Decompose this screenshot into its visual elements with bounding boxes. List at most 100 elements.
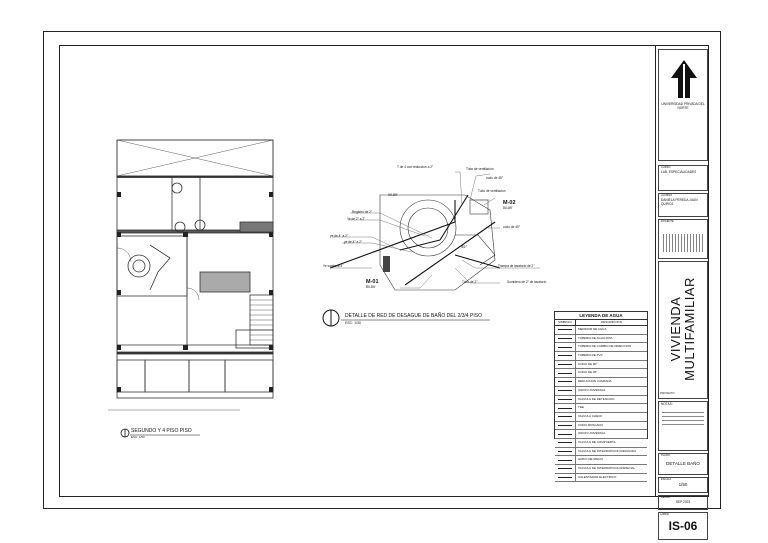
legend-symbol-icon — [555, 352, 576, 360]
legend-col-desc: DESCRIPCION — [601, 320, 622, 324]
legend-description: UNION UNIVERSAL — [578, 387, 606, 392]
plan-scale: ESC: 1/50 — [131, 435, 145, 439]
detail-label-9: Ye sanitaria 4" — [323, 264, 344, 268]
legend-row: TUBERIA DE PVC — [555, 352, 647, 361]
date-label: FECHA — [661, 496, 670, 499]
plan-text: DETALLE BAÑO — [666, 461, 700, 466]
student-text: DANIELA PEREDA JUAN QUIROZ — [661, 198, 698, 206]
project-title-line2: MULTIFAMILIAR — [682, 277, 697, 381]
legend-row: MEDIDOR DE AGUA — [555, 326, 647, 335]
project-title-line1: VIVIENDA — [668, 296, 683, 362]
legend-title: LEYENDA DE AGUA — [555, 312, 647, 320]
scale-label: ESCALA — [661, 478, 672, 481]
legend-row: VALVULA DE INTERRUPCION ESPECIAL — [555, 465, 647, 474]
legend-row: VALVULA CHECK — [555, 412, 647, 422]
detail-label-4: Tubo de ventilacion — [478, 189, 506, 193]
notes-box: NOTAS: — [658, 401, 708, 451]
detail-label-10: Trampa de lavatorio de 2" — [498, 264, 535, 268]
legend-row: GRIFO DE RIEGO — [555, 456, 647, 465]
legend-symbol-icon — [555, 386, 576, 395]
north-caption: UNIVERSIDAD PRIVADA DEL NORTE — [661, 102, 705, 110]
detail-label-8: ye de 4" a 2" — [344, 240, 363, 244]
legend-symbol-icon — [555, 343, 576, 352]
scale-box: ESCALA 1/50 — [658, 477, 708, 493]
detail-label-12: Tubo de 2" — [462, 280, 478, 284]
legend-description: VALVULA DE COMPUERTA — [578, 439, 616, 444]
legend-symbol-icon — [555, 360, 576, 369]
legend-symbol-icon — [555, 334, 576, 343]
date-text: SEP 2023 — [675, 500, 691, 504]
project-title-box: PROYECTO — [658, 261, 708, 399]
manhole-value-2: 80-89' — [366, 285, 376, 289]
plan-caption: SEGUNDO Y 4 PISO PISO — [131, 428, 192, 434]
teacher-box: DOCENTE — [658, 219, 708, 259]
legend-description: VALVULA DE RETENCION — [578, 396, 615, 401]
legend-symbol-icon — [555, 473, 576, 482]
legend-description: TUBERIA DE AGUA FRIA — [578, 335, 613, 340]
legend-description: GRIFO DE RIEGO — [578, 457, 604, 462]
course-text: LAB. ESPECIALIDADES — [661, 170, 697, 174]
plan-label: PLANO — [661, 454, 670, 457]
student-box: ALUMNO DANIELA PEREDA JUAN QUIROZ — [658, 193, 708, 217]
legend-description: UNION UNIVERSAL — [578, 431, 606, 436]
legend-row: CODO ROSCADO — [555, 421, 647, 431]
detail-label-13: codo de 45° — [503, 225, 521, 229]
legend-row: CODO DE 90° — [555, 360, 647, 370]
legend-row: VALVULA DE INTERRUPCION REDUCIDA — [555, 447, 647, 457]
legend-description: VALVULA DE INTERRUPCION REDUCIDA — [578, 448, 637, 453]
legend-description: CODO DE 90° — [578, 361, 598, 366]
water-legend-table: LEYENDA DE AGUA SIMBOLO DESCRIPCION MEDI… — [554, 311, 648, 483]
detail-label-5: Registro de 2" — [352, 210, 373, 214]
detail-caption: DETALLE DE RED DE DESAGUE DE BAÑO DEL 2/… — [345, 313, 482, 319]
detail-label-11: Sumidero de 2" de lavatorio — [507, 280, 547, 284]
drawing-frame — [59, 45, 709, 497]
legend-symbol-icon — [555, 412, 576, 421]
legend-row: TUBERIA DE CAMBIO DE DIRECCION — [555, 343, 647, 353]
signature-image — [663, 234, 703, 252]
legend-description: TUBERIA DE CAMBIO DE DIRECCION — [578, 344, 632, 349]
manhole-value-1: 80-89' — [503, 206, 513, 210]
legend-symbol-icon — [555, 378, 576, 386]
plan-box: PLANO DETALLE BAÑO — [658, 453, 708, 475]
legend-row: UNION UNIVERSAL — [555, 386, 647, 396]
legend-symbol-icon — [555, 326, 576, 334]
legend-symbol-icon — [555, 465, 576, 473]
legend-description: MEDIDOR DE AGUA — [578, 327, 607, 331]
legend-symbol-icon — [555, 438, 576, 447]
dimension-label: 90-89' — [388, 193, 398, 197]
notes-label: NOTAS: — [661, 402, 673, 406]
sheet-outer-border — [43, 31, 721, 509]
detail-label-3: codo de 45° — [486, 176, 504, 180]
title-block: UNIVERSIDAD PRIVADA DEL NORTE CURSO LAB.… — [655, 45, 709, 540]
project-label: PROYECTO — [660, 392, 675, 395]
legend-symbol-icon — [555, 456, 576, 464]
course-box: CURSO LAB. ESPECIALIDADES — [658, 165, 708, 191]
legend-description: CODO ROSCADO — [578, 422, 604, 427]
teacher-label: DOCENTE — [661, 220, 674, 223]
sheet-label: LÁMINA — [660, 513, 669, 516]
north-arrow-icon — [671, 60, 697, 98]
angle-label: 45° — [461, 244, 468, 249]
legend-row: UNION UNIVERSAL — [555, 430, 647, 439]
legend-description: REDUCCION CAMPANA — [578, 379, 612, 384]
legend-description: VALVULA CHECK — [578, 413, 603, 418]
legend-row: VALVULA DE RETENCION — [555, 395, 647, 405]
sheet-number: IS-06 — [668, 519, 698, 533]
legend-symbol-icon — [555, 421, 576, 430]
detail-label-6: Ye de 2" a 2" — [347, 217, 366, 221]
north-logo-box: UNIVERSIDAD PRIVADA DEL NORTE — [658, 49, 708, 161]
legend-symbol-icon — [555, 404, 576, 412]
detail-scale: ESC: 1/30 — [345, 321, 361, 325]
manhole-tag-1: M-02 — [503, 200, 516, 206]
course-label: CURSO — [661, 166, 671, 169]
scale-text: 1/50 — [678, 482, 688, 487]
detail-label-7: ye de 4" a 2" — [330, 234, 349, 238]
legend-symbol-icon — [555, 447, 576, 456]
sheet-number-box: IS-06 — [658, 512, 708, 540]
legend-col-symbol: SIMBOLO — [555, 320, 576, 325]
legend-row: REDUCCION CAMPANA — [555, 378, 647, 387]
legend-description: CALENTADOR ELECTRICO — [578, 474, 617, 479]
